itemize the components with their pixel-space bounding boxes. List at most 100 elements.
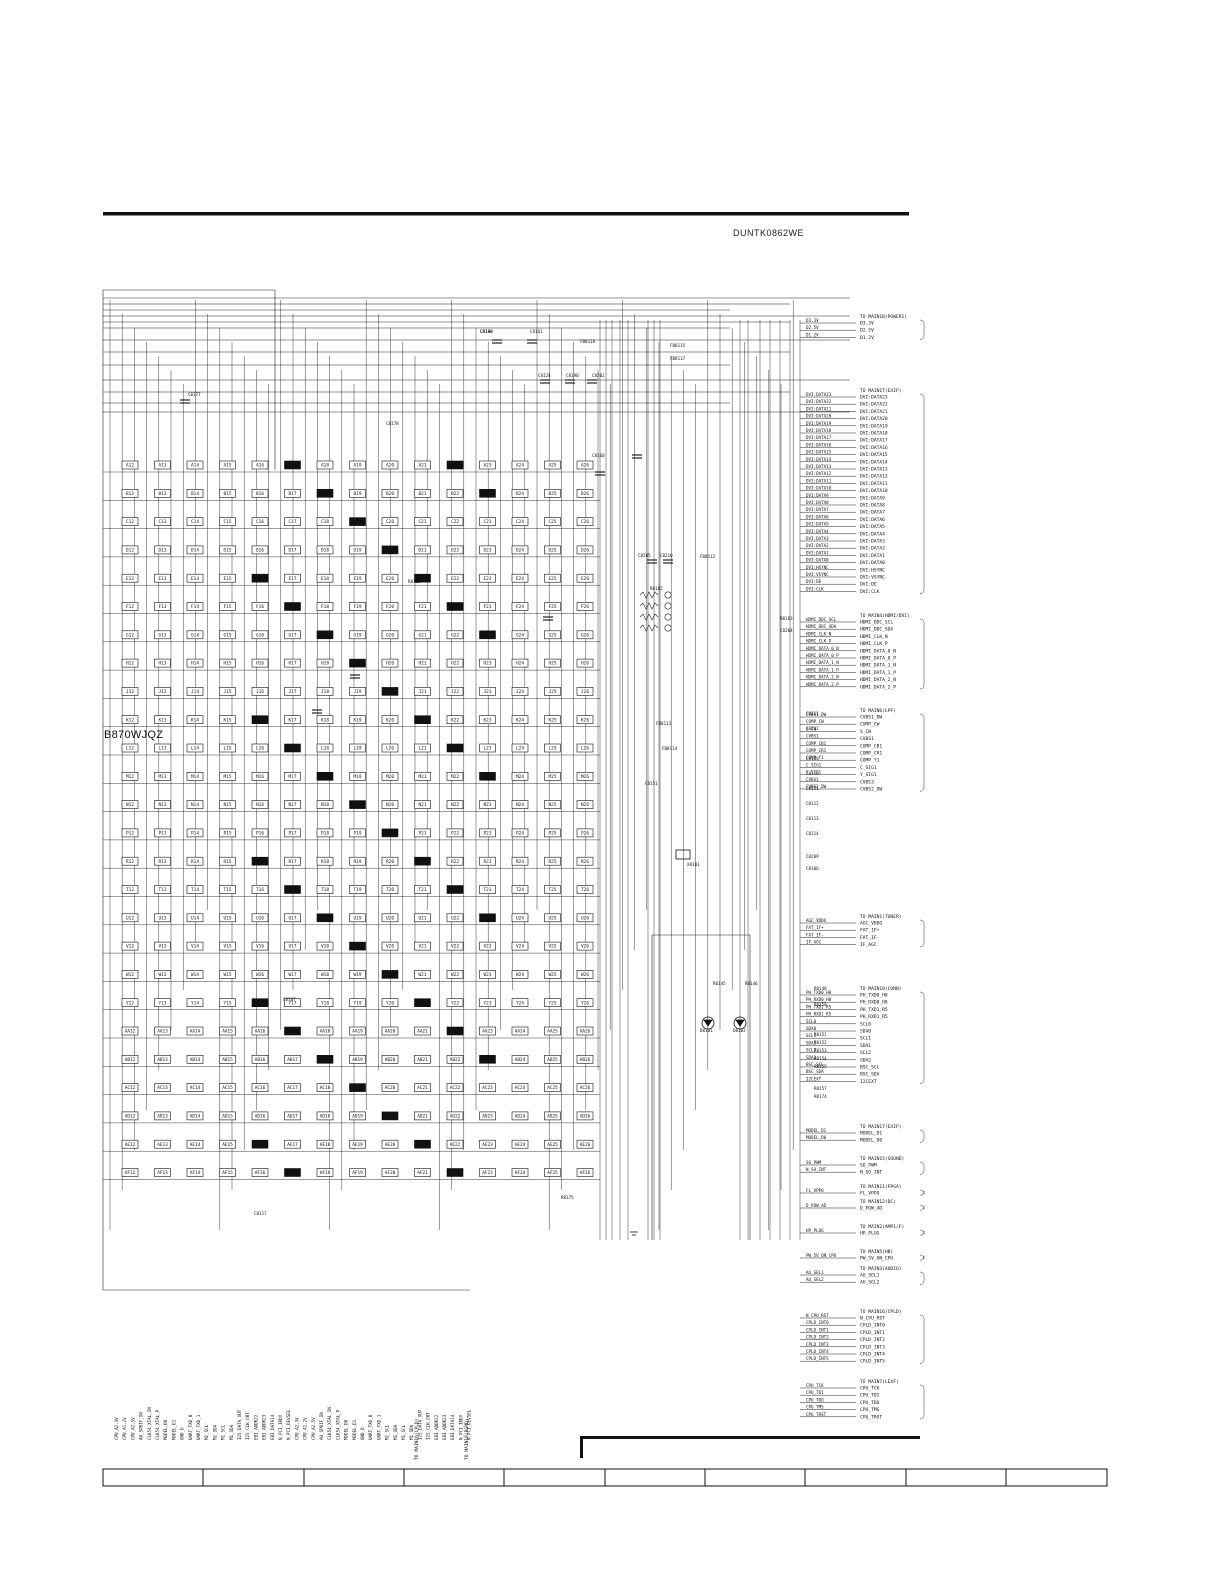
bus-net-label: EBI_DATA14: [450, 1414, 455, 1440]
net-label: DVI:CLK: [806, 586, 824, 591]
bga-pin: D17: [284, 545, 301, 555]
bga-pin: H22: [446, 658, 464, 668]
bga-pin: V17: [284, 941, 301, 951]
svg-text:N25: N25: [549, 802, 557, 808]
bga-pin: AD20: [381, 1111, 399, 1121]
bga-pin: A17: [284, 460, 301, 470]
svg-text:G17: G17: [289, 632, 297, 638]
bga-pin: D24: [511, 545, 529, 555]
bga-pin: D22: [446, 545, 464, 555]
net-label: CVBS1_DW: [806, 712, 827, 717]
svg-text:M26: M26: [581, 774, 589, 780]
svg-text:J25: J25: [549, 689, 557, 695]
net-label: FAT_IF-: [806, 932, 824, 937]
bga-pin: A22: [446, 460, 464, 470]
svg-text:AF12: AF12: [125, 1170, 136, 1176]
connector-signal: BSC_SDA: [860, 1072, 880, 1078]
connector-title: TO MAIN15(SOUND): [860, 1156, 904, 1162]
svg-text:B16: B16: [256, 491, 264, 497]
svg-text:E23: E23: [484, 576, 492, 582]
bga-pin: G19: [349, 630, 366, 640]
svg-text:D23: D23: [484, 548, 492, 554]
bga-pin: B22: [446, 488, 464, 498]
bga-pin: J24: [511, 687, 529, 696]
connector-signal: CVBS1_DW: [860, 715, 882, 721]
svg-text:M14: M14: [191, 774, 199, 780]
svg-text:AB13: AB13: [157, 1057, 168, 1063]
svg-text:A18: A18: [321, 463, 329, 469]
bus-net-label: I2S_DATA_OUT: [417, 1409, 422, 1440]
svg-text:U25: U25: [549, 915, 557, 921]
svg-text:AF17: AF17: [287, 1170, 298, 1176]
bga-pin: AA25: [544, 1026, 561, 1036]
svg-text:H24: H24: [516, 661, 524, 667]
bga-pin: T15: [219, 885, 236, 894]
bga-pin: AE17: [284, 1139, 301, 1149]
svg-text:AF26: AF26: [580, 1170, 591, 1176]
connector-signal: N_CPU_RST: [860, 1316, 885, 1322]
bga-pin: M26: [576, 771, 594, 781]
bga-pin: W24: [511, 970, 529, 979]
bga-pin: Y19: [349, 998, 366, 1008]
svg-text:AC18: AC18: [320, 1085, 331, 1091]
bga-pin: M22: [446, 771, 464, 781]
svg-text:AE21: AE21: [417, 1142, 428, 1148]
svg-text:P24: P24: [516, 831, 524, 837]
svg-text:Y13: Y13: [159, 1000, 167, 1006]
component-ref: C8178: [386, 421, 399, 426]
svg-text:A13: A13: [159, 463, 167, 469]
connector-signal: DVI:DATA13: [860, 467, 888, 473]
bga-pin: E12: [121, 573, 139, 583]
net-label: CPLD_INT4: [806, 1349, 829, 1354]
bga-pin: AC25: [544, 1083, 561, 1092]
bga-pin: C17: [284, 517, 301, 526]
bus-net-label: CPU_A1.2V: [122, 1417, 127, 1440]
crystal-x8101: [675, 849, 691, 860]
net-label: Y_SIG1: [806, 770, 822, 775]
bga-pin: R25: [544, 856, 561, 866]
bga-pin: AB22: [446, 1055, 464, 1064]
bga-pin: B17: [284, 488, 301, 498]
svg-text:R23: R23: [484, 859, 492, 865]
svg-text:A24: A24: [516, 463, 524, 469]
bga-pin: H19: [349, 658, 366, 668]
bga-pin: AC15: [219, 1083, 236, 1092]
bga-pin: L23: [479, 743, 496, 753]
bga-pin: Y14: [186, 998, 204, 1008]
bga-pin: AB18: [316, 1055, 334, 1064]
svg-text:P16: P16: [256, 831, 264, 837]
svg-text:C15: C15: [224, 519, 232, 525]
bga-pin: AB24: [511, 1055, 529, 1064]
bga-pin: AD14: [186, 1111, 204, 1121]
bga-pin: G18: [316, 630, 334, 640]
svg-text:U14: U14: [191, 915, 199, 921]
net-label: HDMI_DATA_1_N: [806, 660, 839, 665]
bga-pin: C12: [121, 517, 139, 526]
svg-text:E17: E17: [289, 576, 297, 582]
bga-pin: W14: [186, 970, 204, 979]
net-label: SDA0: [806, 1026, 817, 1031]
svg-text:AE26: AE26: [580, 1142, 591, 1148]
net-label: D3.3V: [806, 318, 819, 323]
svg-text:U19: U19: [354, 915, 362, 921]
bga-pin: AC23: [479, 1083, 496, 1092]
svg-text:N24: N24: [516, 802, 524, 808]
net-label: DVI:DATA21: [806, 406, 832, 411]
net-label: CPLD_INT2: [806, 1335, 829, 1340]
svg-text:K19: K19: [354, 717, 362, 723]
svg-text:AF15: AF15: [222, 1170, 233, 1176]
connector-signal: DVI:DATA9: [860, 495, 885, 501]
svg-text:M12: M12: [126, 774, 134, 780]
svg-text:D12: D12: [126, 548, 134, 554]
svg-text:N23: N23: [484, 802, 492, 808]
net-label: DVI:DATA15: [806, 450, 832, 455]
component-ref: C8177: [188, 392, 201, 397]
net-label: MODEL_D1: [806, 1128, 827, 1133]
bus-net-label: UART_TXD_1: [196, 1414, 201, 1440]
bus-net-label: M1_SCL: [401, 1424, 406, 1440]
bga-pin: V23: [479, 941, 496, 951]
bus-net-label: I2S_CLK_OUT: [426, 1412, 431, 1440]
bga-pin: B20: [381, 488, 399, 498]
svg-text:D20: D20: [386, 548, 394, 554]
component-ref: C8109: [806, 756, 819, 761]
